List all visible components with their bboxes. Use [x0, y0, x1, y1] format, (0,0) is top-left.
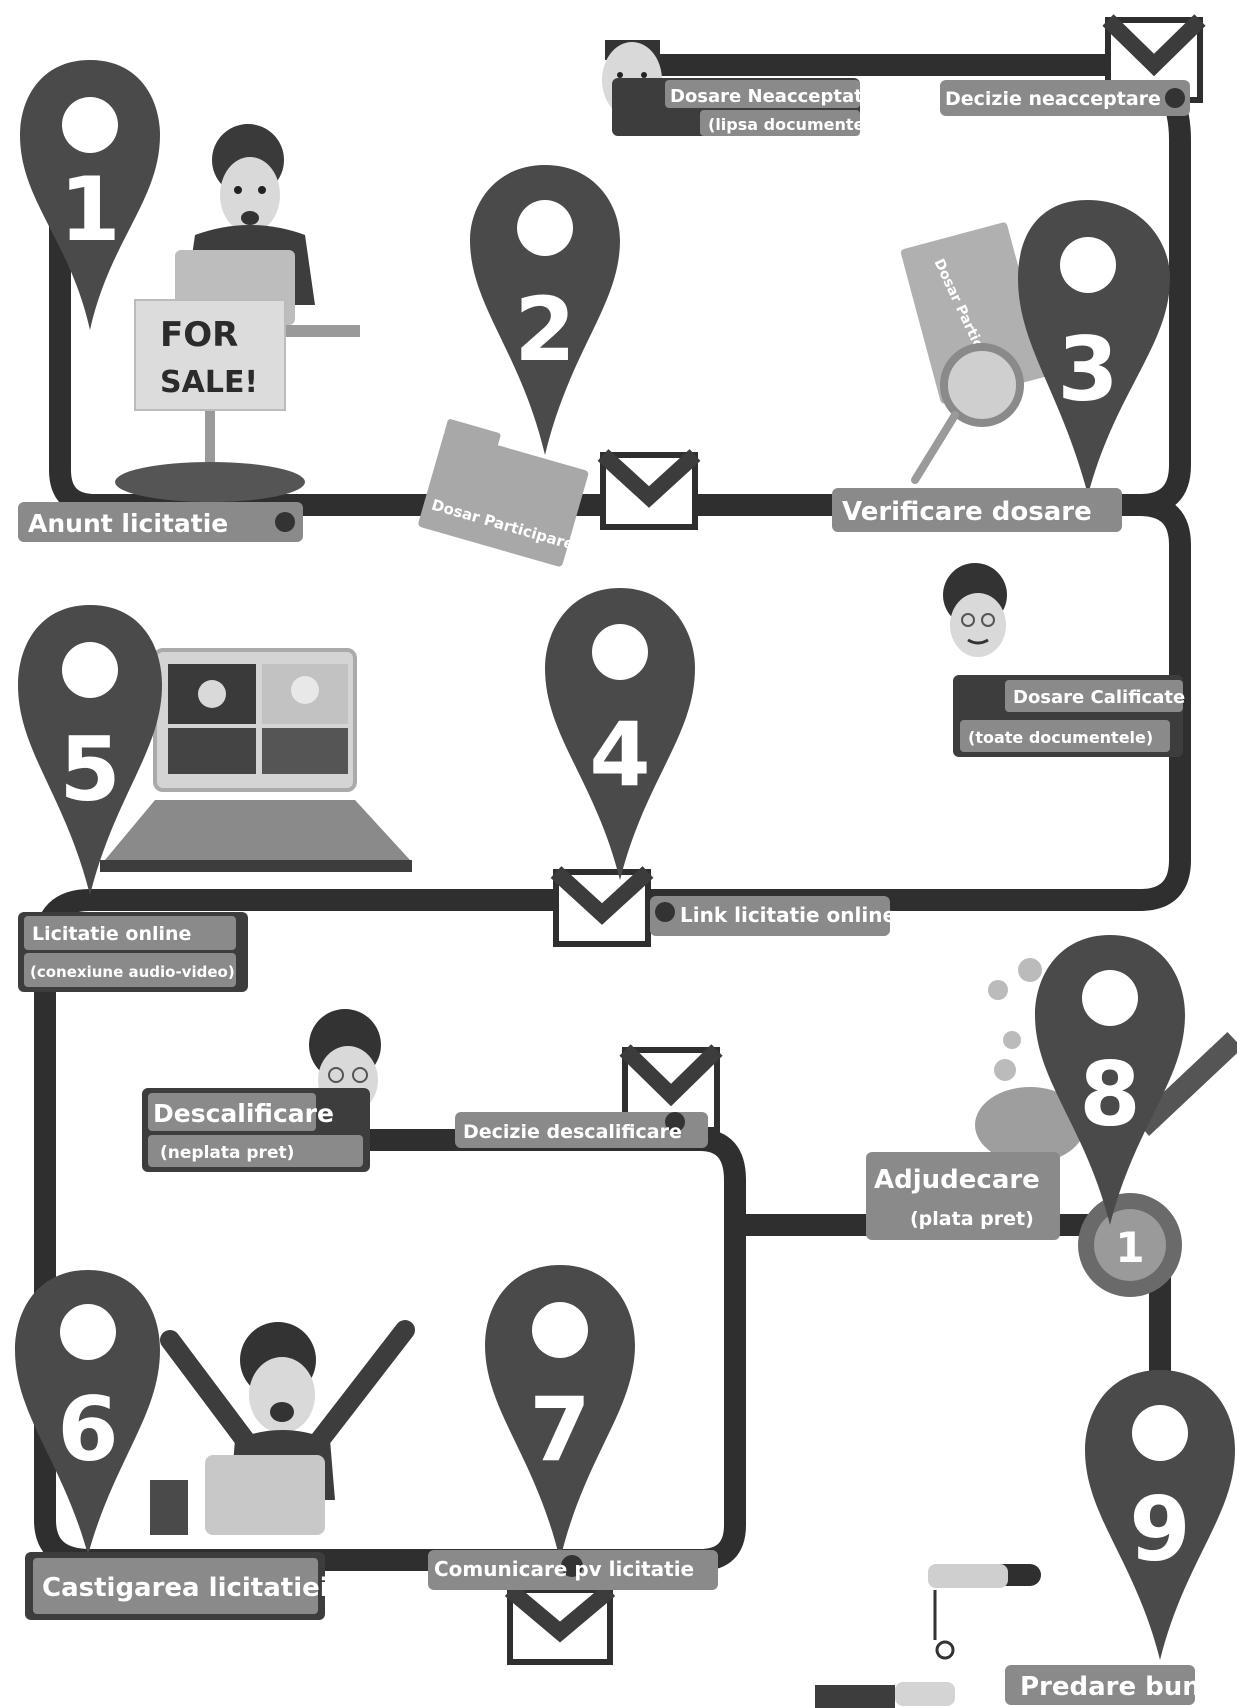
step-pin-5: 5 — [18, 605, 162, 895]
step-number-3: 3 — [1057, 318, 1118, 421]
step-number-5: 5 — [59, 718, 120, 821]
mail-icon — [550, 866, 654, 947]
label-predare-bun: Predare bun — [1005, 1665, 1201, 1705]
mail-icon — [1102, 14, 1206, 103]
step-number-2: 2 — [514, 278, 575, 381]
label-text: Adjudecare — [874, 1165, 1040, 1195]
label-text: Dosare Neacceptate — [670, 86, 875, 107]
step-number-1: 1 — [59, 158, 120, 261]
label-castigarea-licitatiei: Castigarea licitatiei — [25, 1552, 329, 1620]
step-pin-6: 6 — [15, 1270, 160, 1555]
label-subtext: (conexiune audio-video) — [30, 963, 235, 981]
label-text: Licitatie online — [32, 923, 191, 945]
label-text: Descalificare — [153, 1099, 334, 1128]
label-text: Dosare Calificate — [1013, 687, 1185, 708]
label-subtext: (neplata pret) — [160, 1143, 294, 1163]
label-text: Predare bun — [1020, 1672, 1201, 1702]
inspection-illustration: Dosar Participare — [900, 222, 1047, 484]
step-number-9: 9 — [1129, 1478, 1190, 1581]
label-descalificare: Descalificare (neplata pret) — [142, 1088, 370, 1172]
step-number-4: 4 — [589, 703, 650, 806]
label-dosare-neacceptate: Dosare Neacceptate (lipsa documente) — [612, 78, 875, 136]
label-text: Decizie neacceptare — [945, 88, 1161, 110]
label-adjudecare: Adjudecare (plata pret) — [866, 1152, 1060, 1240]
step-number-8: 8 — [1079, 1043, 1140, 1146]
label-text: Castigarea licitatiei — [42, 1573, 329, 1603]
handover-illustration — [815, 1564, 1008, 1708]
label-subtext: (toate documentele) — [968, 728, 1153, 747]
step-pin-3: 3 — [1018, 200, 1170, 495]
step-pin-2: 2 — [470, 165, 620, 455]
label-text: Anunt licitatie — [28, 509, 228, 538]
label-licitatie-online: Licitatie online (conexiune audio-video) — [18, 912, 248, 992]
label-subtext: (lipsa documente) — [708, 115, 872, 134]
label-text: Comunicare pv licitatie — [434, 1557, 694, 1581]
medal-icon: 1 — [1078, 1193, 1182, 1297]
label-decizie-descalificare: Decizie descalificare — [455, 1112, 708, 1148]
label-text: Decizie descalificare — [463, 1121, 682, 1143]
medal-number: 1 — [1115, 1223, 1144, 1272]
sign-line1: FOR — [160, 315, 238, 355]
step-pin-4: 4 — [545, 588, 695, 880]
sign-line2: SALE! — [160, 365, 258, 400]
label-text: Verificare dosare — [842, 497, 1092, 527]
step-pin-9: 9 — [1085, 1370, 1235, 1660]
label-dosare-calificate: Dosare Calificate (toate documentele) — [953, 675, 1185, 757]
label-anunt-licitatie: Anunt licitatie — [18, 502, 303, 542]
mail-icon — [597, 449, 701, 530]
for-sale-sign: FOR SALE! — [134, 299, 286, 411]
step-pin-7: 7 — [485, 1265, 635, 1560]
label-text: Link licitatie online — [680, 903, 896, 927]
step-number-7: 7 — [529, 1378, 590, 1481]
qualified-person-avatar — [943, 563, 1007, 657]
winner-illustration — [150, 1320, 415, 1535]
label-link-licitatie: Link licitatie online — [650, 896, 896, 936]
label-verificare-dosare: Verificare dosare — [832, 488, 1122, 532]
label-comunicare-pv: Comunicare pv licitatie — [428, 1550, 718, 1590]
video-call-laptop — [100, 648, 412, 872]
folder-illustration: Dosar Participare — [418, 419, 589, 567]
label-decizie-neacceptare: Decizie neacceptare — [940, 80, 1190, 116]
label-subtext: (plata pret) — [910, 1208, 1034, 1230]
step-pin-1: 1 — [20, 60, 160, 330]
step-pin-8: 8 — [1035, 935, 1185, 1225]
mail-icon — [504, 1583, 616, 1665]
step-number-6: 6 — [57, 1378, 118, 1481]
